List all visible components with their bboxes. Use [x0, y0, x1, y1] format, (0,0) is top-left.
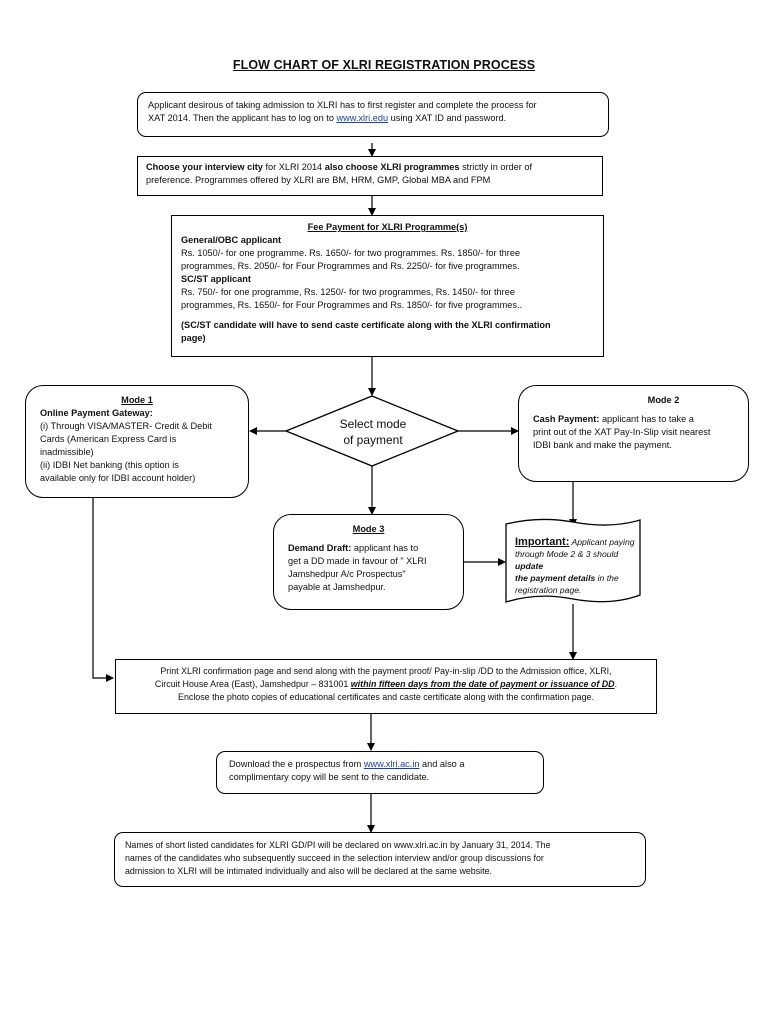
general-obc-heading: General/OBC applicant — [181, 235, 282, 245]
mode2-title: Mode 2 — [647, 395, 680, 405]
step2-line2: preference. Programmes offered by XLRI a… — [146, 175, 491, 185]
scst-note-line2: page) — [181, 333, 206, 343]
mode3-dd-box: Mode 3 Demand Draft: applicant has to ge… — [273, 514, 464, 610]
important-note-shape — [505, 518, 641, 603]
download-line2: complimentary copy will be sent to the c… — [229, 772, 430, 782]
print-line1: Print XLRI confirmation page and send al… — [160, 666, 612, 676]
step1-line2: XAT 2014. Then the applicant has to log … — [148, 113, 507, 123]
shortlist-announcement-box: Names of short listed candidates for XLR… — [114, 832, 646, 887]
mode3-line4: payable at Jamshedpur. — [288, 582, 386, 592]
fee-payment-box: Fee Payment for XLRI Programme(s) Genera… — [171, 215, 604, 357]
mode2-line1: Cash Payment: applicant has to take a — [533, 414, 694, 424]
general-fee-line2: programmes, Rs. 2050/- for Four Programm… — [181, 261, 520, 271]
print-confirmation-box: Print XLRI confirmation page and send al… — [115, 659, 657, 714]
print-line2: Circuit House Area (East), Jamshedpur – … — [154, 679, 618, 689]
download-line1: Download the e prospectus from www.xlri.… — [229, 759, 465, 769]
mode1-line5: available only for IDBI account holder) — [40, 473, 196, 483]
mode1-line1: (i) Through VISA/MASTER- Credit & Debit — [40, 421, 212, 431]
print-line3: Enclose the photo copies of educational … — [178, 692, 594, 702]
scst-heading: SC/ST applicant — [181, 274, 251, 284]
xlri-edu-link[interactable]: www.xlri.edu — [336, 113, 389, 123]
registration-step-box: Applicant desirous of taking admission t… — [137, 92, 609, 137]
mode1-heading: Online Payment Gateway: — [40, 408, 153, 418]
mode1-title: Mode 1 — [121, 395, 153, 405]
general-fee-line1: Rs. 1050/- for one programme. Rs. 1650/-… — [181, 248, 521, 258]
mode1-line2: Cards (American Express Card is — [40, 434, 177, 444]
download-prospectus-box: Download the e prospectus from www.xlri.… — [216, 751, 544, 794]
scst-fee-line2: programmes, Rs. 1650/- for Four Programm… — [181, 300, 523, 310]
step1-line1: Applicant desirous of taking admission t… — [148, 100, 537, 110]
important-note: Important: Applicant paying through Mode… — [515, 536, 635, 595]
mode1-line3: inadmissible) — [40, 447, 94, 457]
fee-heading: Fee Payment for XLRI Programme(s) — [307, 222, 468, 232]
mode1-online-box: Mode 1 Online Payment Gateway: (i) Throu… — [25, 385, 249, 498]
page-title: FLOW CHART OF XLRI REGISTRATION PROCESS — [232, 58, 536, 72]
choose-city-step-box: Choose your interview city for XLRI 2014… — [137, 156, 603, 196]
mode3-line3: Jamshedpur A/c Prospectus" — [288, 569, 406, 579]
final-line2: names of the candidates who subsequently… — [125, 853, 544, 863]
decision-label: Select mode of payment — [339, 417, 407, 447]
mode2-line2: print out of the XAT Pay-In-Slip visit n… — [533, 427, 711, 437]
mode3-title: Mode 3 — [352, 524, 385, 534]
important-title: Important: — [515, 536, 570, 548]
scst-fee-line1: Rs. 750/- for one programme, Rs. 1250/- … — [181, 287, 515, 297]
final-line3: admission to XLRI will be intimated indi… — [125, 866, 493, 876]
xlri-ac-in-link[interactable]: www.xlri.ac.in — [363, 759, 420, 769]
mode3-line2: get a DD made in favour of " XLRI — [288, 556, 427, 566]
step2-line1: Choose your interview city for XLRI 2014… — [146, 162, 533, 172]
arrow-mode1-to-print — [92, 498, 114, 682]
mode2-line3: IDBI bank and make the payment. — [533, 440, 672, 450]
mode1-line4: (ii) IDBI Net banking (this option is — [40, 460, 179, 470]
final-line1: Names of short listed candidates for XLR… — [125, 840, 551, 850]
mode2-cash-box: Mode 2 Cash Payment: applicant has to ta… — [518, 385, 749, 482]
mode3-line1: Demand Draft: applicant has to — [288, 543, 419, 553]
scst-note-line1: (SC/ST candidate will have to send caste… — [181, 320, 551, 330]
